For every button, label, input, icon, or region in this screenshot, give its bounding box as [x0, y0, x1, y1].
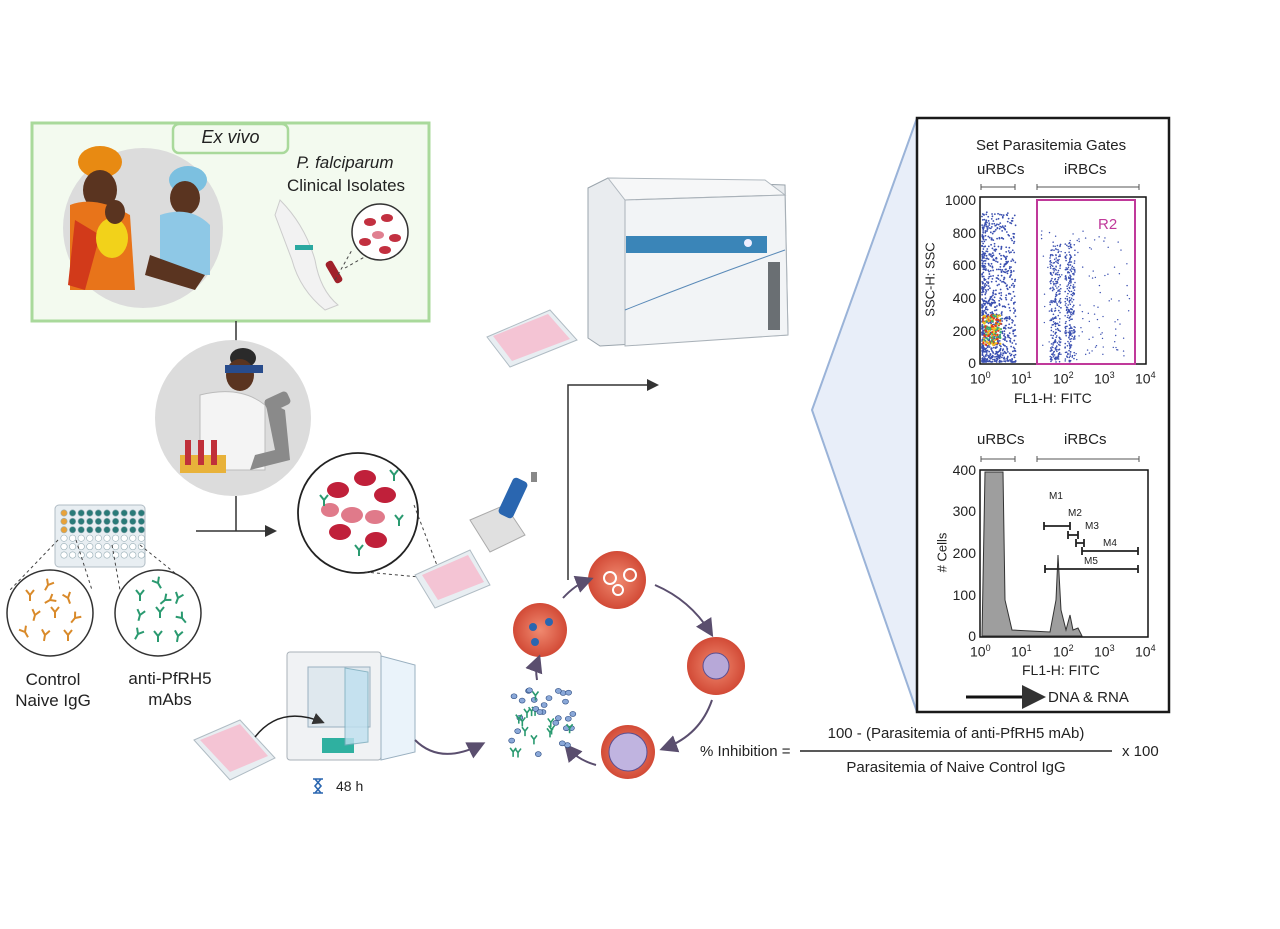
dna-rna-label: DNA & RNA	[1048, 689, 1129, 706]
scatter-ytick: 1000	[944, 192, 976, 208]
isolates-label: Clinical Isolates	[286, 176, 406, 195]
scatter-title: Set Parasitemia Gates	[976, 137, 1127, 154]
control-label-1: Control	[25, 670, 81, 689]
hist-xtick: 104	[1135, 643, 1156, 660]
marker-m2: M2	[1068, 508, 1082, 519]
formula-numerator: 100 - (Parasitemia of anti-PfRH5 mAb)	[827, 725, 1085, 742]
scatter-xtick: 101	[1011, 370, 1032, 387]
scatter-xtick: 103	[1094, 370, 1115, 387]
control-label-2: Naive IgG	[15, 691, 91, 710]
hist-ytick: 300	[952, 503, 976, 519]
species-label: P. falciparum	[296, 153, 394, 172]
scatter-ytick: 400	[952, 290, 976, 306]
parasite-lifecycle	[508, 551, 745, 779]
exvivo-title-box	[171, 122, 290, 155]
scatter-plot	[979, 184, 1147, 365]
exvivo-title: Ex vivo	[201, 127, 260, 147]
arm-blood-draw-illustration	[274, 199, 409, 311]
scatter-xtick: 104	[1135, 370, 1156, 387]
scatter-ytick: 200	[952, 323, 976, 339]
zoom-wedge	[810, 117, 918, 713]
hist-xlabel: FL1-H: FITC	[1022, 662, 1100, 678]
anti-label-2: mAbs	[148, 690, 192, 709]
histogram-plot	[966, 456, 1149, 709]
scatter-ytick: 0	[968, 355, 976, 371]
rbc-antibody-zoom	[297, 452, 439, 579]
hist-ytick: 0	[968, 628, 976, 644]
incubator-illustration	[193, 651, 486, 794]
hist-irbc-label: iRBCs	[1064, 431, 1107, 448]
r2-gate-label: R2	[1098, 216, 1118, 233]
marker-m3: M3	[1085, 521, 1099, 532]
scatter-ylabel: SSC-H: SSC	[922, 242, 938, 317]
formula-lhs: % Inhibition =	[700, 743, 791, 760]
scatter-xlabel: FL1-H: FITC	[1014, 390, 1092, 406]
marker-m4: M4	[1103, 538, 1117, 549]
hist-xtick: 102	[1053, 643, 1074, 660]
hist-xtick: 101	[1011, 643, 1032, 660]
hist-ytick: 200	[952, 545, 976, 561]
scatter-xtick: 100	[970, 370, 991, 387]
marker-m1: M1	[1049, 491, 1063, 502]
formula-denominator: Parasitemia of Naive Control IgG	[846, 759, 1066, 776]
hist-urbc-label: uRBCs	[977, 431, 1025, 448]
hist-xtick: 103	[1094, 643, 1115, 660]
hist-ytick: 400	[952, 462, 976, 478]
formula-multiplier: x 100	[1122, 743, 1159, 760]
anti-label-1: anti-PfRH5	[128, 669, 212, 688]
scatter-urbc-label: uRBCs	[977, 161, 1025, 178]
marker-m5: M5	[1084, 556, 1098, 567]
scatter-irbc-label: iRBCs	[1064, 161, 1107, 178]
scientist-microscope-illustration	[155, 340, 311, 496]
well-plate-antibodies	[6, 504, 202, 657]
incubation-time: 48 h	[336, 778, 364, 794]
flow-cytometer-illustration	[486, 177, 789, 368]
r2-gate	[1036, 199, 1136, 365]
scatter-ytick: 600	[952, 257, 976, 273]
hist-ytick: 100	[952, 587, 976, 603]
pipette-plate-illustration	[414, 472, 537, 609]
scatter-ytick: 800	[952, 225, 976, 241]
mother-child-illustration	[63, 146, 223, 308]
scatter-xtick: 102	[1053, 370, 1074, 387]
hist-xtick: 100	[970, 643, 991, 660]
